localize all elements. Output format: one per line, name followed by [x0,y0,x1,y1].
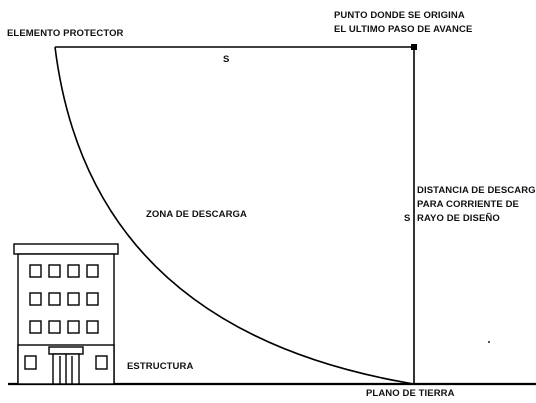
origin-point-label: PUNTO DONDE SE ORIGINA EL ULTIMO PASO DE… [334,9,472,37]
speck [488,341,490,343]
protective-element-label: ELEMENTO PROTECTOR [7,28,124,39]
ground-plane-label: PLANO DE TIERRA [366,388,455,399]
building-icon [13,243,119,385]
origin-point-line-2: EL ULTIMO PASO DE AVANCE [334,24,473,35]
s-top-label: S [223,54,230,65]
discharge-distance-label: DISTANCIA DE DESCARGA PARA CORRIENTE DE … [417,184,536,226]
discharge-distance-line-1: DISTANCIA DE DESCARGA [417,185,536,196]
structure-label: ESTRUCTURA [127,361,194,372]
discharge-distance-line-2: PARA CORRIENTE DE [417,199,519,210]
origin-point-marker [411,44,417,50]
discharge-distance-line-3: RAYO DE DISEÑO [417,213,500,224]
discharge-zone-label: ZONA DE DESCARGA [146,209,248,220]
origin-point-line-1: PUNTO DONDE SE ORIGINA [334,10,465,21]
discharge-arc [54,46,415,385]
s-side-label: S [404,213,411,224]
